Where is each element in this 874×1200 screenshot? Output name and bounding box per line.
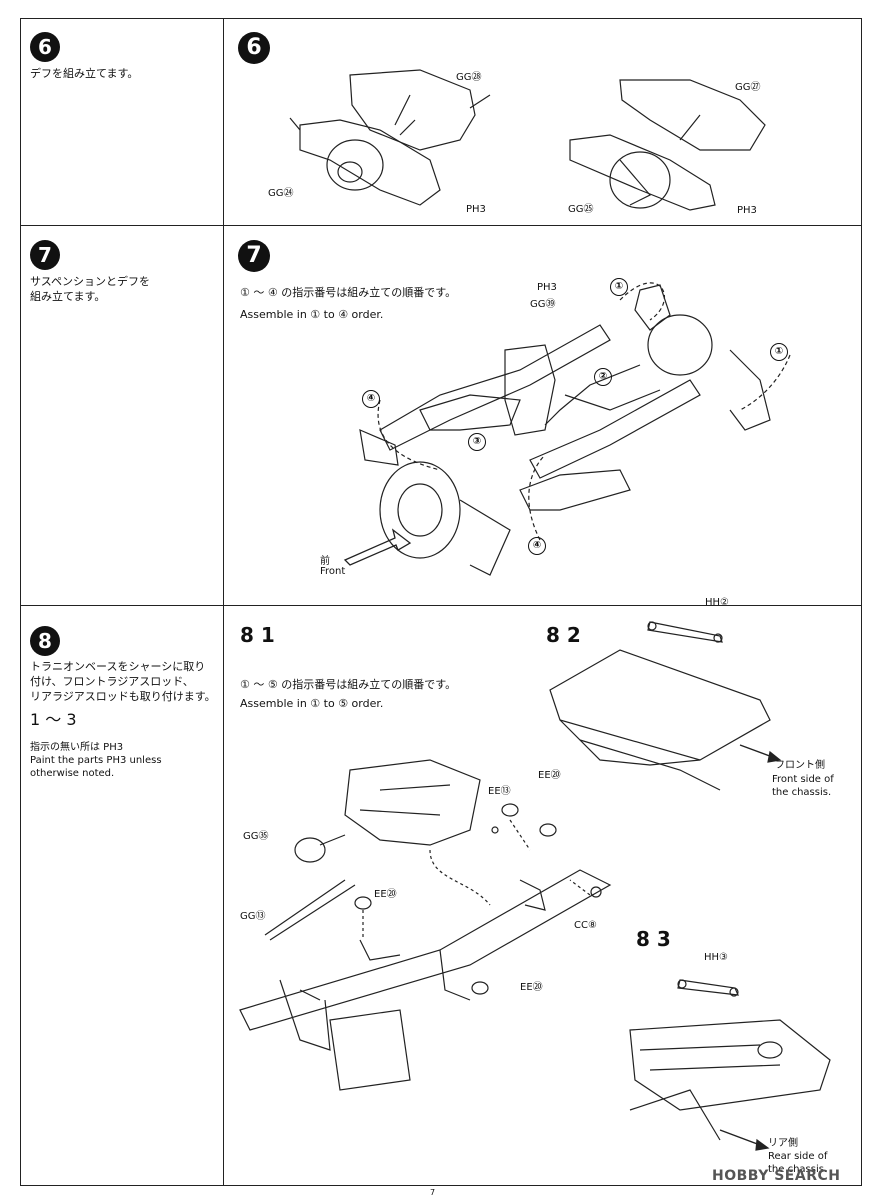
part-gg13-label: GG⑬: [240, 911, 266, 922]
step-6-diagram-number: 6: [238, 32, 270, 64]
front-side-caption-en-1: Front side of: [772, 774, 834, 785]
paint-ph3-label-b: PH3: [737, 205, 757, 216]
page-frame: [20, 18, 862, 1186]
part-hh2-label: HH②: [705, 597, 730, 608]
part-ee13-label: EE⑬: [488, 786, 511, 797]
part-ee20c-label: EE⑳: [520, 982, 543, 993]
part-cc8-label: CC⑧: [574, 920, 597, 931]
caps-and-bolts: [354, 803, 602, 995]
part-ee20a-label: EE⑳: [538, 770, 561, 781]
diff-assembly-left: [289, 69, 491, 206]
part-gg27-label: GG㉗: [735, 82, 761, 93]
row-divider-2: [20, 605, 862, 606]
part-hh3-label: HH③: [704, 952, 729, 963]
paint-note-en-line1: Paint the parts PH3 unless: [30, 755, 162, 766]
chassis-front-assembly: [239, 759, 612, 1091]
step-8-1-order-en: Assemble in ① to ⑤ order.: [240, 697, 384, 710]
step-8-1-order-range: ① ～ ⑤: [240, 678, 278, 691]
page-number: 7: [430, 1188, 436, 1197]
front-rod-detail: [549, 621, 782, 791]
part-gg24-label: GG㉔: [268, 188, 294, 199]
front-label-jp: 前: [320, 556, 330, 567]
step-8-1-order-text: の指示番号は組み立ての順番です。: [281, 678, 457, 691]
part-gg25-label: GG㉕: [568, 204, 594, 215]
watermark: HOBBY SEARCH: [712, 1168, 841, 1184]
step-8-1-order-jp: ① ～ ⑤ の指示番号は組み立ての順番です。: [240, 677, 456, 692]
rear-side-caption-jp: リア側: [768, 1138, 798, 1149]
step-6-instruction: デフを組み立てます。: [30, 67, 139, 80]
diff-assembly-right: [569, 79, 766, 211]
step-8-range: 1 ～ 3: [30, 710, 77, 729]
part-gg39-label: GG㊴: [530, 299, 556, 310]
step-8-number: 8: [30, 626, 60, 656]
step-7-order-jp: ① ～ ④ の指示番号は組み立ての順番です。: [240, 285, 456, 300]
front-direction-arrow: [343, 528, 412, 566]
step-7-instruction-line1: サスペンションとデフを: [30, 275, 151, 288]
suspension-assembly: [359, 284, 771, 576]
step-7-order-range: ① ～ ④: [240, 286, 278, 299]
step-7-guide-lines: [377, 282, 791, 541]
callout-2: ②: [594, 368, 612, 386]
paint-note-jp: 指示の無い所は PH3: [30, 742, 124, 753]
step-7-instruction-line2: 組み立てます。: [30, 290, 106, 303]
step-6-number: 6: [30, 32, 60, 62]
row-divider-1: [20, 225, 862, 226]
paint-note-en-line2: otherwise noted.: [30, 768, 115, 779]
step-7-number: 7: [30, 240, 60, 270]
step-7-order-text: の指示番号は組み立ての順番です。: [281, 286, 457, 299]
callout-3: ③: [468, 433, 486, 451]
paint-ph3-label-a: PH3: [466, 204, 486, 215]
front-side-caption-en-2: the chassis.: [772, 787, 832, 798]
rear-side-caption-en-1: Rear side of: [768, 1151, 828, 1162]
callout-1a: ①: [610, 278, 628, 296]
front-side-caption-jp: フロント側: [775, 760, 825, 771]
step-7-order-en: Assemble in ① to ④ order.: [240, 308, 384, 321]
step-8-instruction-line1: トラニオンベースをシャーシに取り: [30, 660, 206, 673]
part-ee20b-label: EE⑳: [374, 889, 397, 900]
part-gg28-label: GG㉘: [456, 72, 482, 83]
column-divider: [223, 18, 224, 1186]
step-8-instruction-line3: リアラジアスロッドも取り付けます。: [30, 690, 216, 703]
callout-1b: ①: [770, 343, 788, 361]
rear-rod-detail: [629, 979, 831, 1151]
step-8-2-label: 8 2: [546, 623, 581, 647]
step-7-diagram-number: 7: [238, 240, 270, 272]
front-label-en: Front: [320, 566, 346, 577]
step-8-1-label: 8 1: [240, 623, 275, 647]
step-8-1-guide-lines: [362, 819, 591, 940]
part-gg35-label: GG㉟: [243, 831, 269, 842]
step-8-instruction-line2: 付け、フロントラジアスロッド、: [30, 675, 194, 688]
paint-ph3-label-c: PH3: [537, 282, 557, 293]
callout-4a: ④: [362, 390, 380, 408]
callout-4b: ④: [528, 537, 546, 555]
step-8-3-label: 8 3: [636, 927, 671, 951]
rear-side-caption-en-2: the chassis.: [768, 1164, 828, 1175]
